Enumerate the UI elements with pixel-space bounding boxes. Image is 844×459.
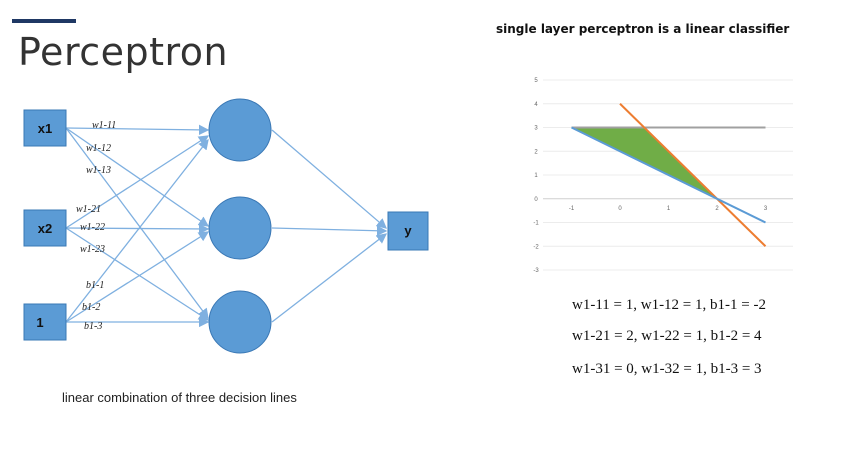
output-node-y — [387, 211, 429, 251]
chart-title: single layer perceptron is a linear clas… — [496, 22, 790, 36]
input-node-bias — [23, 303, 67, 341]
hidden-node-2 — [208, 196, 272, 260]
weight-label-w1-11: w1-11 — [92, 120, 116, 131]
x-tick-label: 2 — [715, 206, 719, 212]
diagram-caption: linear combination of three decision lin… — [62, 390, 297, 405]
edge-bias-h2 — [65, 231, 210, 323]
x-tick-label: 3 — [764, 206, 768, 212]
equation-line-2: w1-21 = 2, w1-22 = 1, b1-2 = 4 — [572, 328, 762, 344]
input-node-bias-label: 1 — [36, 315, 43, 330]
decision-line-2 — [619, 103, 767, 247]
chart-series-group — [571, 103, 767, 247]
weight-label-w1-21: w1-21 — [76, 204, 101, 215]
y-tick-label: 0 — [534, 197, 538, 203]
y-tick-label: 4 — [534, 102, 538, 108]
input-node-x1 — [23, 109, 67, 147]
hidden-node-1 — [208, 98, 272, 162]
y-tick-label: -3 — [533, 268, 539, 274]
edge-h3-y — [271, 233, 388, 323]
edge-h1-y — [271, 129, 387, 229]
y-tick-label: -1 — [533, 221, 539, 227]
input-node-x2 — [23, 209, 67, 247]
weight-label-b1-1: b1-1 — [86, 280, 104, 291]
chart-tick-labels: 5 4 3 2 1 0 -1 -2 -3 -1 0 1 2 3 — [533, 78, 768, 274]
output-node-y-label: y — [404, 223, 412, 238]
edge-h2-y — [271, 225, 388, 236]
y-tick-label: 3 — [534, 126, 538, 132]
weight-label-w1-12: w1-12 — [86, 143, 111, 154]
x-tick-label: 1 — [667, 206, 671, 212]
hidden-node-3 — [208, 290, 272, 354]
equation-line-3: w1-31 = 0, w1-32 = 1, b1-3 = 3 — [572, 361, 762, 377]
edge-x2-h2 — [65, 223, 210, 235]
weight-label-w1-22: w1-22 — [80, 222, 105, 233]
y-tick-label: -2 — [533, 244, 539, 250]
edge-x1-h1 — [65, 124, 210, 136]
x-tick-label: -1 — [569, 206, 575, 212]
edge-x2-h1 — [65, 135, 210, 229]
x-tick-label: 0 — [618, 206, 622, 212]
y-tick-label: 5 — [534, 78, 538, 84]
y-tick-label: 2 — [534, 149, 538, 155]
y-tick-label: 1 — [534, 173, 538, 179]
edge-bias-h1 — [65, 138, 209, 323]
weight-label-b1-3: b1-3 — [84, 321, 102, 332]
input-hidden-edges — [65, 124, 210, 328]
decision-line-3 — [571, 126, 766, 224]
edge-x1-h3 — [65, 127, 209, 320]
edge-x1-h2 — [65, 127, 210, 227]
edge-x2-h3 — [65, 227, 210, 321]
slide-title: Perceptron — [18, 30, 229, 74]
input-node-x1-label: x1 — [38, 121, 52, 136]
weight-label-w1-13: w1-13 — [86, 165, 111, 176]
weight-label-w1-23: w1-23 — [80, 244, 105, 255]
hidden-output-edges — [271, 129, 388, 323]
equation-line-1: w1-11 = 1, w1-12 = 1, b1-1 = -2 — [572, 297, 766, 313]
weight-label-b1-2: b1-2 — [82, 302, 100, 313]
title-accent-bar — [12, 19, 76, 23]
input-node-x2-label: x2 — [38, 221, 52, 236]
